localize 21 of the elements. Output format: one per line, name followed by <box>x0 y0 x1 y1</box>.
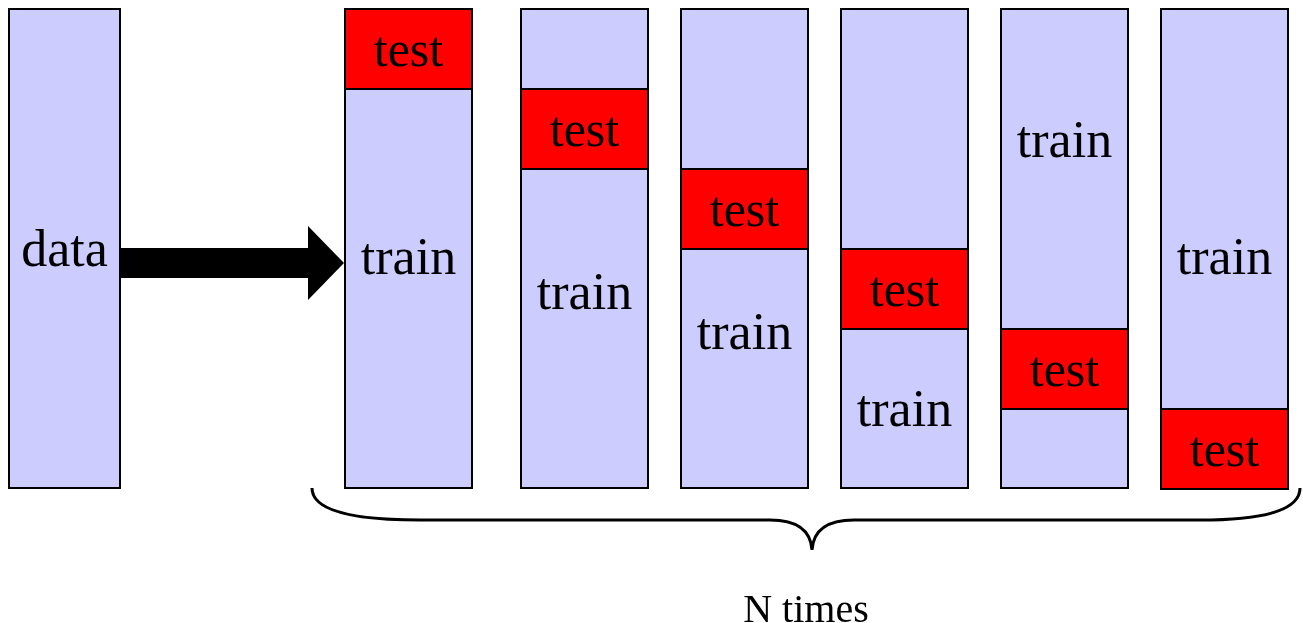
test-segment: test <box>344 8 473 90</box>
test-segment: test <box>680 168 809 250</box>
train-label: train <box>346 231 471 283</box>
fold-column <box>1160 8 1289 489</box>
train-label: train <box>842 383 967 435</box>
train-label: train <box>682 306 807 358</box>
test-segment: test <box>840 248 969 330</box>
brace-label: N times <box>743 585 869 623</box>
train-label: train <box>1002 114 1127 166</box>
data-box: data <box>8 8 121 489</box>
test-segment: test <box>1160 408 1289 490</box>
fold-column <box>520 8 649 489</box>
fold-column <box>840 8 969 489</box>
test-segment: test <box>1000 328 1129 410</box>
arrow <box>121 226 344 300</box>
train-label: train <box>1162 231 1287 283</box>
train-label: train <box>522 266 647 318</box>
fold-column <box>680 8 809 489</box>
fold-column <box>344 8 473 489</box>
test-segment: test <box>520 88 649 170</box>
fold-column <box>1000 8 1129 489</box>
